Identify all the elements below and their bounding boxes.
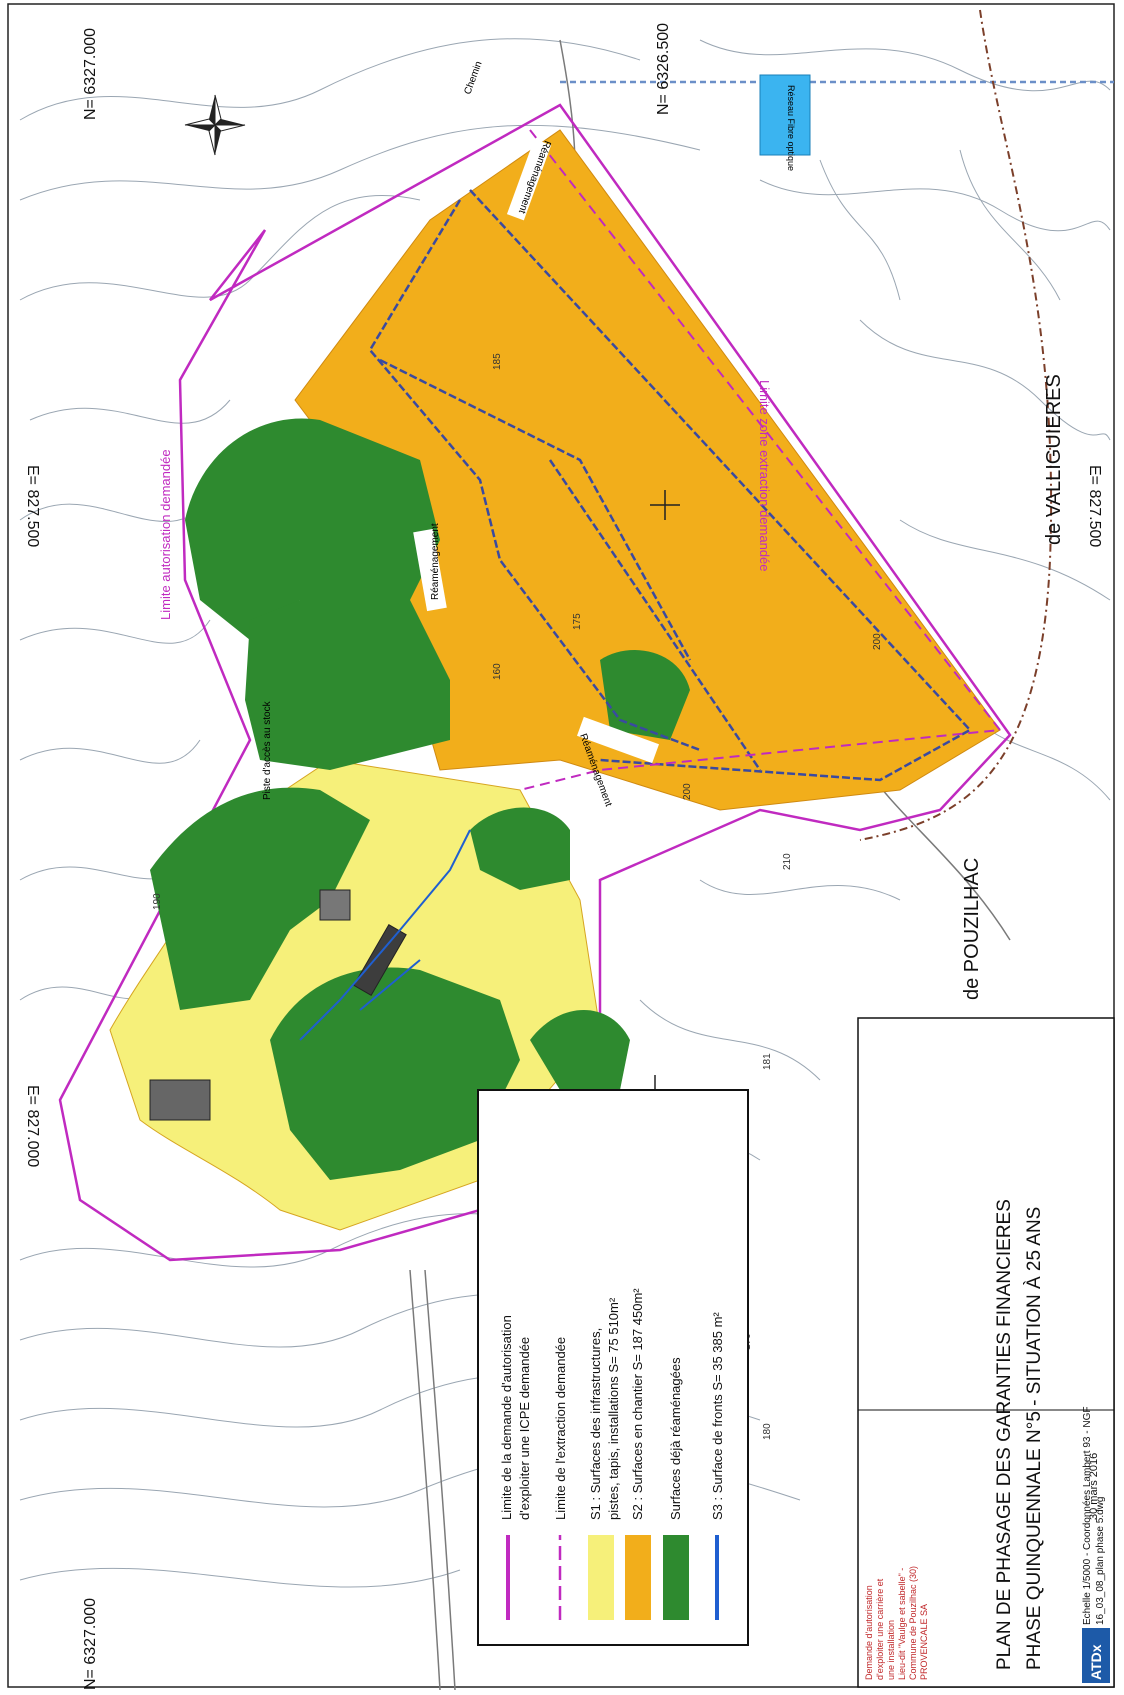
svg-text:175: 175 [572,613,583,630]
fibre-network-label: Réseau Fibre optique [786,85,796,171]
svg-text:160: 160 [492,663,503,680]
svg-text:185: 185 [492,353,503,370]
coord-n-top-right: N= 6326.500 [655,23,672,115]
authorisation-boundary [58,103,1012,1262]
legend-text-s2: S2 : Surfaces en chantier S= 187 450m² [630,1288,645,1520]
map-frame [7,3,1115,1688]
request-line-6: PROVENCALE SA [919,1604,929,1680]
coord-e-827500-right: E= 827.500 [1086,465,1103,547]
legend-symbol-reamenagees [663,1535,689,1620]
coord-e-827500-left: E= 827.500 [24,465,41,547]
grid-coordinates: N= 6327.000 N= 6327.000 N= 6326.500 E= 8… [24,23,1103,1690]
legend-text-s3: S3 : Surface de fronts S= 35 385 m² [710,1312,725,1520]
fibre-network-box: Réseau Fibre optique [759,74,811,171]
svg-text:181: 181 [762,1053,773,1070]
title-line-1: PLAN DE PHASAGE DES GARANTIES FINANCIERE… [994,1199,1015,1670]
request-line-4: Lieu-dit "Vaulge et sabelle" - [897,1568,907,1680]
legend-text-authorisation-2: d'exploiter une ICPE demandée [517,1337,532,1520]
title-scale: Echelle 1/5000 - Coordonnées Lambert 93 … [1082,1407,1093,1625]
label-piste: Piste d'accès au stock [262,700,273,800]
legend-text-authorisation-1: Limite de la demande d'autorisation [499,1315,514,1520]
svg-text:210: 210 [782,853,793,870]
svg-text:200: 200 [872,633,883,650]
svg-text:200: 200 [682,783,693,800]
request-line-5: Commune de Pouzilhac (30) [908,1566,918,1680]
coord-e-827000-left: E= 827.000 [24,1085,41,1167]
north-arrow-icon [184,94,246,156]
legend-text-s1-1: S1 : Surfaces des infrastructures, [588,1328,603,1520]
label-limite-extraction: Limite zone extraction demandée [757,380,772,572]
legend-text-reamenagees: Surfaces déjà réaménagées [668,1357,683,1520]
legend-symbol-s1 [588,1535,614,1620]
request-line-1: Demande d'autorisation [864,1585,874,1680]
request-line-2: d'exploiter une carrière et [875,1578,885,1680]
extraction-benches [368,189,972,782]
title-date: 30 mars 2016 [1088,1453,1100,1520]
legend-symbol-s2 [625,1535,651,1620]
map-labels: Limite autorisation demandée Limite zone… [158,380,772,620]
svg-text:180: 180 [762,1423,773,1440]
title-block: PLAN DE PHASAGE DES GARANTIES FINANCIERE… [857,1017,1115,1688]
label-commune-valliguieres: de VALLIGUIERES [1043,374,1065,545]
atdx-logo-text: ATDx [1088,1644,1104,1680]
commune-boundary [859,9,1053,841]
legend-text-extraction: Limite de l'extraction demandée [553,1337,568,1520]
atdx-logo [1082,1628,1110,1683]
label-commune-pouzilhac: de POUZILHAC [961,858,983,1000]
legend: Limite de la demande d'autorisation d'ex… [477,1089,749,1646]
title-file: 16_03_08_plan phase 5.dwg [1095,1497,1106,1625]
coord-n-top-left: N= 6327.000 [82,28,99,120]
extraction-boundary [519,129,1002,791]
installations [149,889,407,1121]
legend-text-s1-2: pistes, tapis, installations S= 75 510m² [606,1297,621,1520]
coord-n-bottom-left: N= 6327.000 [82,1598,99,1690]
svg-text:190: 190 [152,893,163,910]
s3-fronts [299,829,471,1041]
title-line-2: PHASE QUINQUENNALE N°5 - SITUATION À 25 … [1024,1207,1045,1670]
reamenagees-zones [150,418,690,1180]
request-line-3: une installation [886,1620,896,1680]
label-reamenagement-1: Réaménagement [430,523,441,600]
label-limite-autorisation: Limite autorisation demandée [158,449,173,620]
